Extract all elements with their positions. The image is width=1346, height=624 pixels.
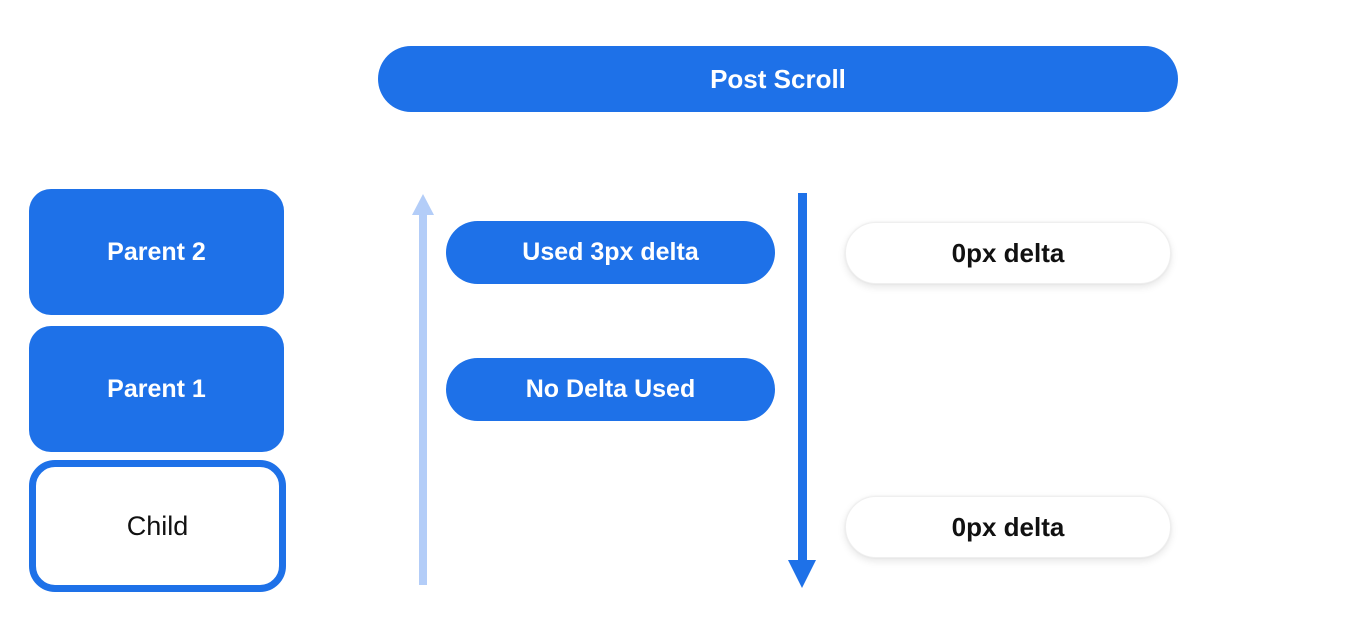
pill-no-delta-used: No Delta Used (446, 358, 775, 421)
up-arrow-head (412, 194, 434, 215)
box-parent-2: Parent 2 (29, 189, 284, 315)
pill-0px-delta-bottom: 0px delta (845, 496, 1171, 558)
down-arrow-head (788, 560, 816, 588)
up-arrow-shaft (419, 213, 427, 585)
post-scroll-header: Post Scroll (378, 46, 1178, 112)
box-child: Child (29, 460, 286, 592)
pill-used-3px-delta: Used 3px delta (446, 221, 775, 284)
down-arrow-shaft (798, 193, 807, 561)
pill-0px-delta-top: 0px delta (845, 222, 1171, 284)
box-parent-1: Parent 1 (29, 326, 284, 452)
